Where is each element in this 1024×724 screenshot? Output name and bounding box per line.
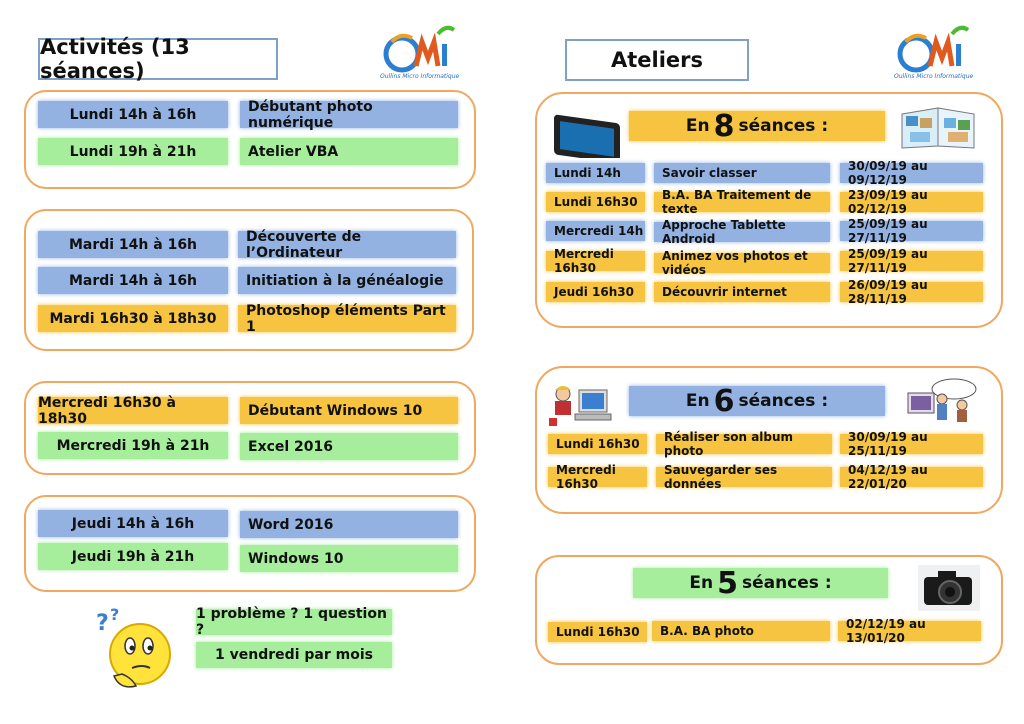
workshop-day: Lundi 14h <box>546 163 645 183</box>
svg-text:Oullins Micro Informatique: Oullins Micro Informatique <box>380 73 460 80</box>
workshop-dates: 02/12/19 au 13/01/20 <box>838 617 981 645</box>
workshop-dates: 26/09/19 au 28/11/19 <box>840 278 983 306</box>
session-count: 6 <box>713 383 735 419</box>
workshop-day: Mercredi 14h <box>546 221 645 241</box>
schedule-course: Photoshop éléments Part 1 <box>238 303 456 335</box>
workshop-course: Découvrir internet <box>654 282 830 302</box>
schedule-day: Mercredi 19h à 21h <box>38 432 228 459</box>
schedule-day: Jeudi 14h à 16h <box>38 510 228 537</box>
schedule-course: Découverte de l’Ordinateur <box>238 229 456 261</box>
workshop-day: Mercredi 16h30 <box>548 463 647 491</box>
banner-suffix: séances : <box>738 391 829 411</box>
five-sessions-banner: En 5 séances : <box>633 565 888 601</box>
photo-album-icon <box>901 107 975 149</box>
banner-prefix: En <box>685 391 710 411</box>
schedule-day: Jeudi 19h à 21h <box>38 543 228 570</box>
schedule-course: Word 2016 <box>240 511 458 538</box>
workshop-day: Lundi 16h30 <box>548 434 647 454</box>
schedule-day: Mercredi 16h30 à 18h30 <box>38 395 228 427</box>
club-logo: Oullins Micro Informatique <box>372 24 462 82</box>
workshop-dates: 25/09/19 au 27/11/19 <box>840 217 983 245</box>
schedule-day: Mardi 14h à 16h <box>38 231 228 258</box>
activities-title-text: Activités (13 séances) <box>40 35 190 83</box>
workshop-course: Sauvegarder ses données <box>656 463 832 491</box>
workshop-day: Lundi 16h30 <box>546 192 645 212</box>
svg-text:Oullins Micro Informatique: Oullins Micro Informatique <box>894 73 974 80</box>
workshop-day: Mercredi 16h30 <box>546 247 645 275</box>
session-count: 8 <box>713 108 735 144</box>
schedule-day: Lundi 19h à 21h <box>38 138 228 165</box>
help-question: 1 problème ? 1 question ? <box>196 606 392 638</box>
computer-user-image <box>545 384 617 428</box>
computer-user-icon <box>549 386 612 426</box>
eight-sessions-banner: En 8 séances : <box>629 108 885 144</box>
tablet-image <box>552 108 622 164</box>
banner-suffix: séances : <box>741 573 832 593</box>
svg-text:?: ? <box>110 606 119 624</box>
workshop-dates: 25/09/19 au 27/11/19 <box>840 247 983 275</box>
workshop-course: Approche Tablette Android <box>654 218 830 246</box>
schedule-course: Débutant Windows 10 <box>240 397 458 424</box>
activities-title: Activités (13 séances) <box>38 35 278 83</box>
schedule-course: Excel 2016 <box>240 433 458 460</box>
workshop-dates: 04/12/19 au 22/01/20 <box>840 463 983 491</box>
six-sessions-banner: En 6 séances : <box>629 383 885 419</box>
tablet-icon <box>554 114 620 164</box>
svg-text:?: ? <box>96 611 109 636</box>
camera-image <box>918 565 980 611</box>
omi-logo-icon: Oullins Micro Informatique <box>380 25 460 80</box>
help-frequency: 1 vendredi par mois <box>196 642 392 668</box>
thinking-face-icon: ? ? <box>96 605 171 688</box>
schedule-course: Débutant photo numérique <box>240 99 458 131</box>
schedule-course: Initiation à la généalogie <box>238 267 456 294</box>
workshop-day: Lundi 16h30 <box>548 622 647 642</box>
schedule-day: Mardi 14h à 16h <box>38 267 228 294</box>
banner-prefix: En <box>689 573 714 593</box>
workshops-title: Ateliers <box>565 39 749 81</box>
session-count: 5 <box>717 565 738 601</box>
banner-suffix: séances : <box>738 116 829 136</box>
club-logo-right: Oullins Micro Informatique <box>886 24 976 82</box>
workshop-course: Savoir classer <box>654 163 830 183</box>
workshop-course: Animez vos photos et vidéos <box>654 249 830 277</box>
workshop-course: B.A. BA Traitement de texte <box>654 188 830 216</box>
schedule-course: Windows 10 <box>240 545 458 572</box>
omi-logo-icon: Oullins Micro Informatique <box>894 25 974 80</box>
schedule-day: Mardi 16h30 à 18h30 <box>38 305 228 332</box>
camera-icon <box>918 565 980 611</box>
workshop-dates: 30/09/19 au 09/12/19 <box>840 159 983 187</box>
cartoon-people-icon <box>907 378 977 422</box>
cartoon-computer-image <box>902 377 978 425</box>
banner-prefix: En <box>685 116 710 136</box>
schedule-course: Atelier VBA <box>240 138 458 165</box>
workshop-dates: 23/09/19 au 02/12/19 <box>840 188 983 216</box>
workshop-day: Jeudi 16h30 <box>546 282 645 302</box>
workshop-dates: 30/09/19 au 25/11/19 <box>840 430 983 458</box>
photo-album-image <box>898 104 978 150</box>
workshop-course: B.A. BA photo <box>652 621 830 641</box>
workshop-course: Réaliser son album photo <box>656 430 832 458</box>
workshops-title-text: Ateliers <box>610 48 704 72</box>
thinking-smiley: ? ? <box>92 605 178 696</box>
schedule-day: Lundi 14h à 16h <box>38 101 228 128</box>
